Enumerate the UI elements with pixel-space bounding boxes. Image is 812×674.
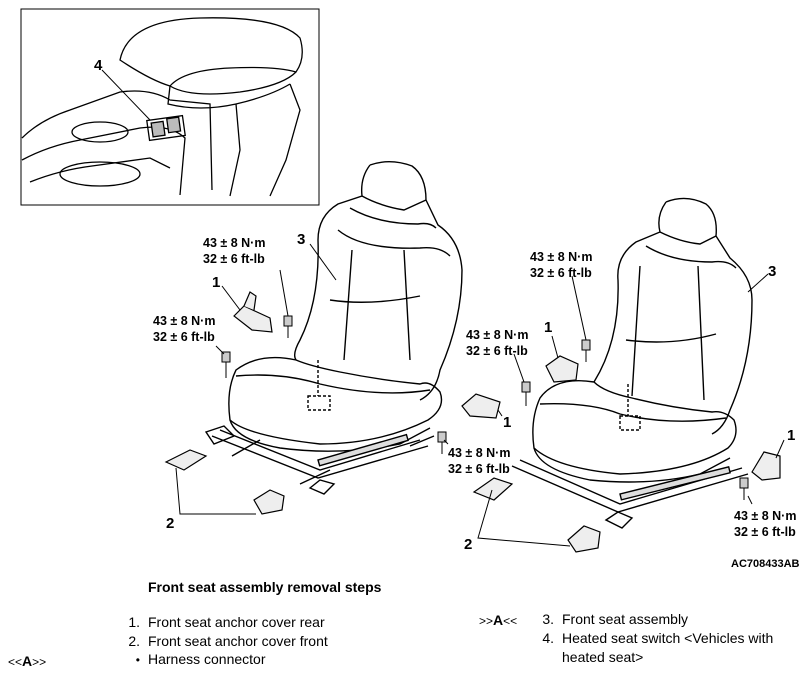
right-label-1-mid: 1 xyxy=(503,414,511,431)
step-bullet-tag: <<A>> xyxy=(8,653,46,669)
parts-diagram: 4 xyxy=(20,8,800,570)
right-anchor-bracket-mid xyxy=(461,393,501,419)
step-4-marker: 4. xyxy=(542,630,554,646)
tag-suffix: >> xyxy=(32,655,47,669)
step-3-marker: 3. xyxy=(542,611,554,627)
tag-prefix: >> xyxy=(479,614,494,628)
torque-5-nm: 43 ± 8 N·m xyxy=(466,328,528,342)
left-label-3: 3 xyxy=(297,231,305,248)
inset-console-view xyxy=(20,8,320,206)
step-harness-text: Harness connector xyxy=(148,651,266,667)
procedure-title: Front seat assembly removal steps xyxy=(148,579,382,595)
torque-1-nm: 43 ± 8 N·m xyxy=(203,236,265,250)
step-4: 4. Heated seat switch <Vehicles with xyxy=(528,630,773,646)
step-harness: • Harness connector xyxy=(114,651,266,667)
right-label-1-rear: 1 xyxy=(787,427,795,444)
right-label-1-top: 1 xyxy=(544,319,552,336)
torque-4-ftlb: 32 ± 6 ft-lb xyxy=(530,266,592,280)
step-2-marker: 2. xyxy=(128,633,140,649)
left-seat-assembly xyxy=(204,161,463,495)
left-bolt-a xyxy=(283,315,293,338)
step-4-text: Heated seat switch <Vehicles with xyxy=(562,630,774,646)
step-1-marker: 1. xyxy=(128,614,140,630)
tag-letter: A xyxy=(22,653,33,669)
step-1-text: Front seat anchor cover rear xyxy=(148,614,325,630)
inset-callout-4: 4 xyxy=(94,57,103,74)
torque-3-nm: 43 ± 8 N·m xyxy=(448,446,510,460)
left-label-1: 1 xyxy=(212,274,220,291)
left-bolt-c xyxy=(437,431,447,454)
step-2: 2. Front seat anchor cover front xyxy=(114,633,328,649)
step-3: 3. Front seat assembly xyxy=(528,611,688,627)
torque-1-ftlb: 32 ± 6 ft-lb xyxy=(203,252,265,266)
right-leader-lines xyxy=(477,273,785,547)
left-bolt-b xyxy=(221,351,231,378)
right-anchor-covers xyxy=(472,477,601,553)
step-4-continued: heated seat> xyxy=(562,649,643,665)
torque-4-nm: 43 ± 8 N·m xyxy=(530,250,592,264)
torque-3-ftlb: 32 ± 6 ft-lb xyxy=(448,462,510,476)
step-harness-marker: • xyxy=(135,653,140,667)
left-anchor-covers xyxy=(164,449,285,515)
step-3-tag: >>A<< xyxy=(479,612,517,628)
step-4-text-2: heated seat> xyxy=(562,649,644,665)
tag-prefix: << xyxy=(8,655,23,669)
torque-6-ftlb: 32 ± 6 ft-lb xyxy=(734,525,796,539)
tag-letter: A xyxy=(493,612,504,628)
right-label-3: 3 xyxy=(768,263,776,280)
torque-5-ftlb: 32 ± 6 ft-lb xyxy=(466,344,528,358)
right-seat-assembly xyxy=(511,197,753,529)
left-label-2: 2 xyxy=(166,515,174,532)
torque-2-ftlb: 32 ± 6 ft-lb xyxy=(153,330,215,344)
step-3-text: Front seat assembly xyxy=(562,611,689,627)
right-anchor-bracket-rear xyxy=(751,451,781,481)
step-1: 1. Front seat anchor cover rear xyxy=(114,614,325,630)
step-2-text: Front seat anchor cover front xyxy=(148,633,328,649)
torque-6-nm: 43 ± 8 N·m xyxy=(734,509,796,523)
right-anchor-bracket-top xyxy=(545,355,579,383)
tag-suffix: << xyxy=(503,614,518,628)
left-leader-lines xyxy=(175,243,449,515)
left-anchor-bracket xyxy=(233,291,273,333)
torque-2-nm: 43 ± 8 N·m xyxy=(153,314,215,328)
right-label-2: 2 xyxy=(464,536,472,553)
figure-id: AC708433AB xyxy=(731,558,800,570)
